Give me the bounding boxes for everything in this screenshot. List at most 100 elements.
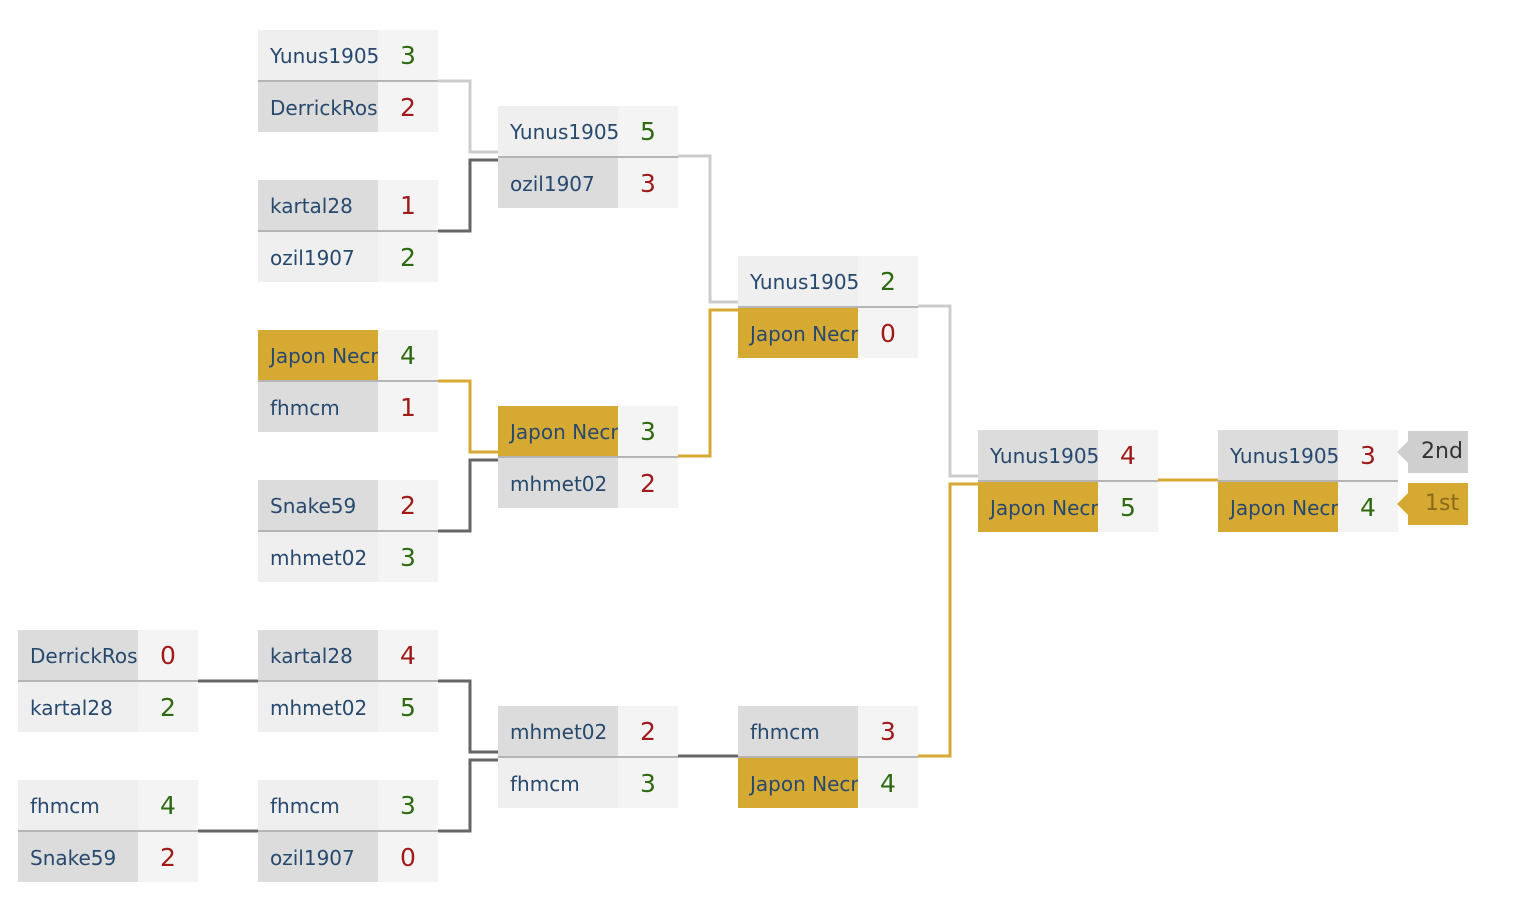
connector-line: [438, 758, 498, 833]
row-divider: [258, 680, 438, 682]
team-score: 5: [1098, 482, 1158, 532]
team-name: Yunus1905: [258, 30, 378, 80]
team-score: 3: [378, 780, 438, 830]
connector-line: [918, 304, 978, 478]
row-divider: [498, 756, 678, 758]
row-divider: [258, 80, 438, 82]
team-name: Japon Necr: [498, 406, 618, 456]
row-divider: [258, 380, 438, 382]
team-name: Japon Necr: [978, 482, 1098, 532]
connector-line: [438, 158, 498, 233]
team-name: Snake59: [18, 832, 138, 882]
row-divider: [258, 830, 438, 832]
connector-line: [678, 308, 738, 458]
row-divider: [1218, 480, 1398, 482]
team-name: Snake59: [258, 480, 378, 530]
team-name: mhmet02: [258, 682, 378, 732]
connector-line: [438, 679, 498, 754]
team-name: fhmcm: [738, 706, 858, 756]
team-score: 4: [378, 630, 438, 680]
team-score: 2: [618, 706, 678, 756]
team-name: ozil1907: [258, 232, 378, 282]
team-score: 2: [858, 256, 918, 306]
team-name: DerrickRos: [18, 630, 138, 680]
team-name: Yunus1905: [978, 430, 1098, 480]
row-divider: [258, 230, 438, 232]
team-name: Yunus1905: [738, 256, 858, 306]
row-divider: [738, 306, 918, 308]
team-score: 4: [1338, 482, 1398, 532]
team-score: 3: [378, 532, 438, 582]
team-name: Japon Necr: [1218, 482, 1338, 532]
team-name: ozil1907: [498, 158, 618, 208]
team-score: 2: [138, 682, 198, 732]
team-name: kartal28: [258, 180, 378, 230]
team-score: 2: [378, 82, 438, 132]
team-score: 3: [378, 30, 438, 80]
team-name: Yunus1905: [498, 106, 618, 156]
row-divider: [498, 456, 678, 458]
team-name: Japon Necr: [738, 758, 858, 808]
row-divider: [18, 830, 198, 832]
team-name: fhmcm: [18, 780, 138, 830]
row-divider: [738, 756, 918, 758]
team-name: fhmcm: [258, 780, 378, 830]
row-divider: [978, 480, 1158, 482]
team-score: 3: [618, 758, 678, 808]
connector-line: [678, 154, 738, 304]
row-divider: [258, 530, 438, 532]
team-score: 4: [378, 330, 438, 380]
team-name: DerrickRos: [258, 82, 378, 132]
first-place-badge: 1st: [1397, 483, 1468, 525]
row-divider: [18, 680, 198, 682]
team-name: Yunus1905: [1218, 430, 1338, 480]
team-score: 1: [378, 180, 438, 230]
team-score: 0: [858, 308, 918, 358]
